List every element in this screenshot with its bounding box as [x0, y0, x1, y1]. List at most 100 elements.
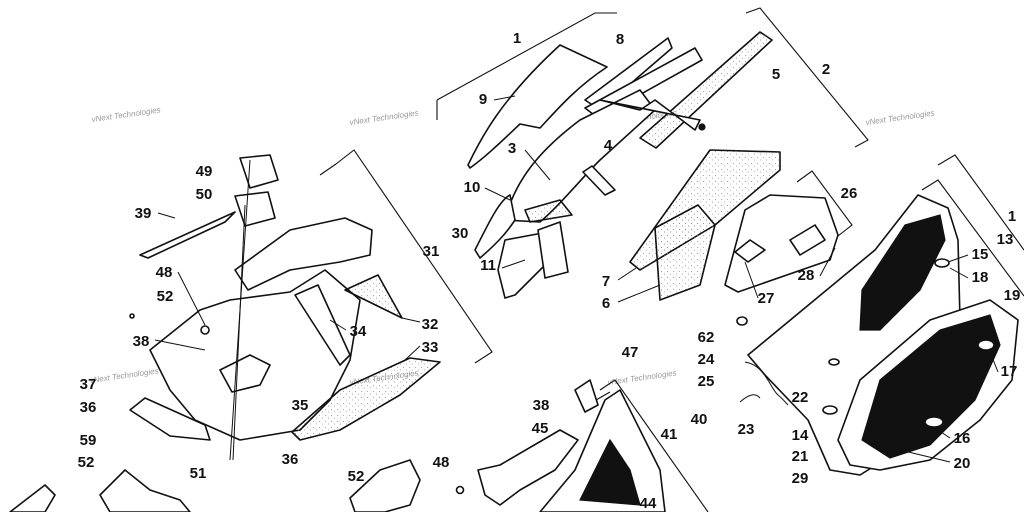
part-number-37: 37: [80, 376, 97, 393]
part-number-52: 52: [348, 468, 365, 485]
leader-33: [404, 345, 421, 361]
panel-28-pad: [789, 224, 826, 256]
part-number-40: 40: [691, 411, 708, 428]
part-number-45: 45: [532, 420, 549, 437]
part-35-vent: [219, 354, 271, 393]
part-number-48: 48: [433, 454, 450, 471]
part-number-13: 13: [997, 231, 1014, 248]
part-number-5: 5: [772, 66, 780, 83]
watermark-text: vNext Technologies: [89, 366, 159, 385]
part-number-16: 16: [954, 430, 971, 447]
part-number-52: 52: [78, 454, 95, 471]
part-number-24: 24: [698, 351, 715, 368]
leader-18: [949, 267, 969, 279]
part-number-20: 20: [954, 455, 971, 472]
leader-7: [617, 267, 637, 281]
part-number-44: 44: [640, 495, 657, 512]
part-number-36: 36: [80, 399, 97, 416]
part-number-36: 36: [282, 451, 299, 468]
watermark-text: vNext Technologies: [865, 108, 935, 127]
leader-3: [524, 149, 551, 181]
leader-34: [329, 319, 347, 331]
part-number-6: 6: [602, 295, 610, 312]
part-number-21: 21: [792, 448, 809, 465]
bracket-1: [436, 12, 617, 120]
part-number-35: 35: [292, 397, 309, 414]
leader-38: [154, 339, 206, 351]
panel-33: [291, 357, 441, 441]
panel-59: [99, 469, 191, 512]
leader-15: [947, 254, 969, 263]
part-number-31: 31: [423, 243, 440, 260]
leader-10: [484, 187, 511, 201]
left-side-panel: [129, 154, 441, 461]
part-number-23: 23: [738, 421, 755, 438]
panel-6: [654, 204, 716, 301]
bracket-1b: [937, 154, 1024, 251]
part-number-1: 1: [513, 30, 521, 47]
leader-32: [401, 317, 421, 323]
wire-25: [739, 394, 761, 403]
part-number-49: 49: [196, 163, 213, 180]
part-62: [736, 316, 748, 326]
bottom-left-part: [9, 484, 56, 512]
part-number-4: 4: [604, 137, 613, 154]
part-37-trim: [129, 397, 211, 441]
part-number-14: 14: [792, 427, 809, 444]
leader-20: [899, 449, 951, 463]
panel-27-pad: [734, 239, 766, 263]
part-number-50: 50: [196, 186, 213, 203]
part-number-38: 38: [533, 397, 550, 414]
fastener-52: [129, 313, 135, 319]
panel-26: [724, 194, 839, 293]
part-16: [924, 416, 944, 428]
part-34: [294, 284, 351, 366]
bracket-31: [319, 163, 337, 176]
part-47: [574, 379, 599, 413]
part-17: [977, 339, 995, 351]
upper-body-panels: [467, 31, 781, 301]
part-number-28: 28: [798, 267, 815, 284]
panel-39: [139, 211, 236, 259]
panel-3-insert: [524, 199, 573, 223]
leader-50-51: [232, 204, 246, 461]
leader-11: [501, 259, 526, 269]
part-number-41: 41: [661, 426, 678, 443]
part-number-3: 3: [508, 140, 516, 157]
part-number-8: 8: [616, 31, 624, 48]
side-graphic-upper: [859, 214, 946, 331]
part-number-7: 7: [602, 273, 610, 290]
part-number-29: 29: [792, 470, 809, 487]
part-number-52: 52: [157, 288, 174, 305]
leader-9: [493, 95, 516, 101]
panel-45: [477, 429, 579, 506]
part-number-10: 10: [464, 179, 481, 196]
panel-32: [344, 274, 403, 319]
part-number-34: 34: [350, 323, 367, 340]
part-number-47: 47: [622, 344, 639, 361]
part-number-32: 32: [422, 316, 439, 333]
part-number-38: 38: [133, 333, 150, 350]
part-number-25: 25: [698, 373, 715, 390]
part-number-22: 22: [792, 389, 809, 406]
panel-5: [639, 31, 773, 149]
fastener-48b: [455, 485, 465, 495]
panel-9: [467, 44, 608, 169]
part-22: [828, 358, 840, 366]
part-52-bracket: [349, 459, 421, 512]
part-number-51: 51: [190, 465, 207, 482]
part-14-pad: [822, 405, 838, 415]
gasket-49: [239, 154, 279, 189]
part-4-clip: [599, 99, 701, 131]
part-number-9: 9: [479, 91, 487, 108]
side-graphic-lower: [861, 314, 1001, 459]
watermark-text: vNext Technologies: [91, 105, 161, 124]
bracket-13: [921, 179, 1024, 297]
leader-17: [989, 351, 999, 373]
part-number-15: 15: [972, 246, 989, 263]
gasket-50: [234, 191, 276, 227]
fastener-48: [200, 325, 210, 335]
leader-28: [819, 247, 836, 277]
